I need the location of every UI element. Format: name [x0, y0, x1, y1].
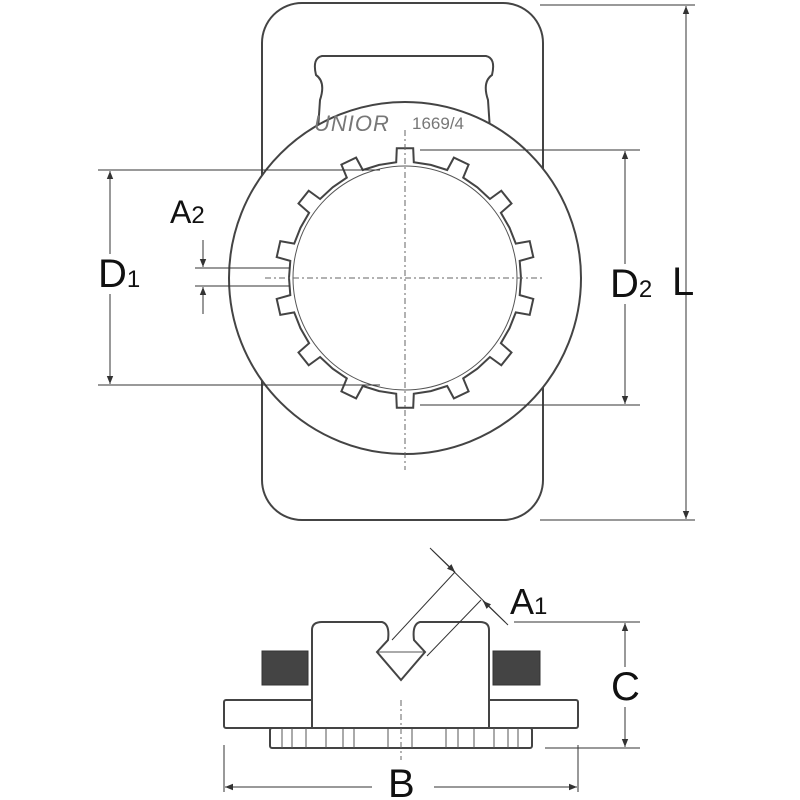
- label-sub: 2: [638, 276, 653, 303]
- side-view: [223, 621, 579, 760]
- side-dimension-lines: [223, 547, 640, 792]
- dimension-label-A1: A1: [510, 584, 547, 620]
- label-main: D: [610, 262, 639, 306]
- label-main: A: [510, 581, 535, 622]
- dimension-label-D1: D1: [98, 252, 141, 296]
- dimension-label-A2: A2: [170, 196, 205, 228]
- dimension-label-D2: D2: [610, 262, 653, 306]
- dimension-label-B: B: [388, 762, 415, 800]
- label-sub: 1: [126, 266, 141, 293]
- label-sub: 1: [534, 593, 548, 620]
- top-view: [228, 2, 582, 521]
- dimension-label-C: C: [611, 665, 640, 709]
- dimension-label-L: L: [672, 260, 695, 304]
- teeth-lines: [281, 728, 519, 748]
- tool-body: [311, 621, 490, 729]
- right-block: [492, 650, 541, 686]
- left-block: [261, 650, 309, 686]
- brand-engraving: UNIOR: [314, 111, 390, 136]
- label-main: A: [170, 194, 192, 230]
- label-sub: 2: [191, 202, 205, 229]
- label-main: D: [98, 252, 127, 296]
- model-engraving: 1669/4: [412, 114, 464, 133]
